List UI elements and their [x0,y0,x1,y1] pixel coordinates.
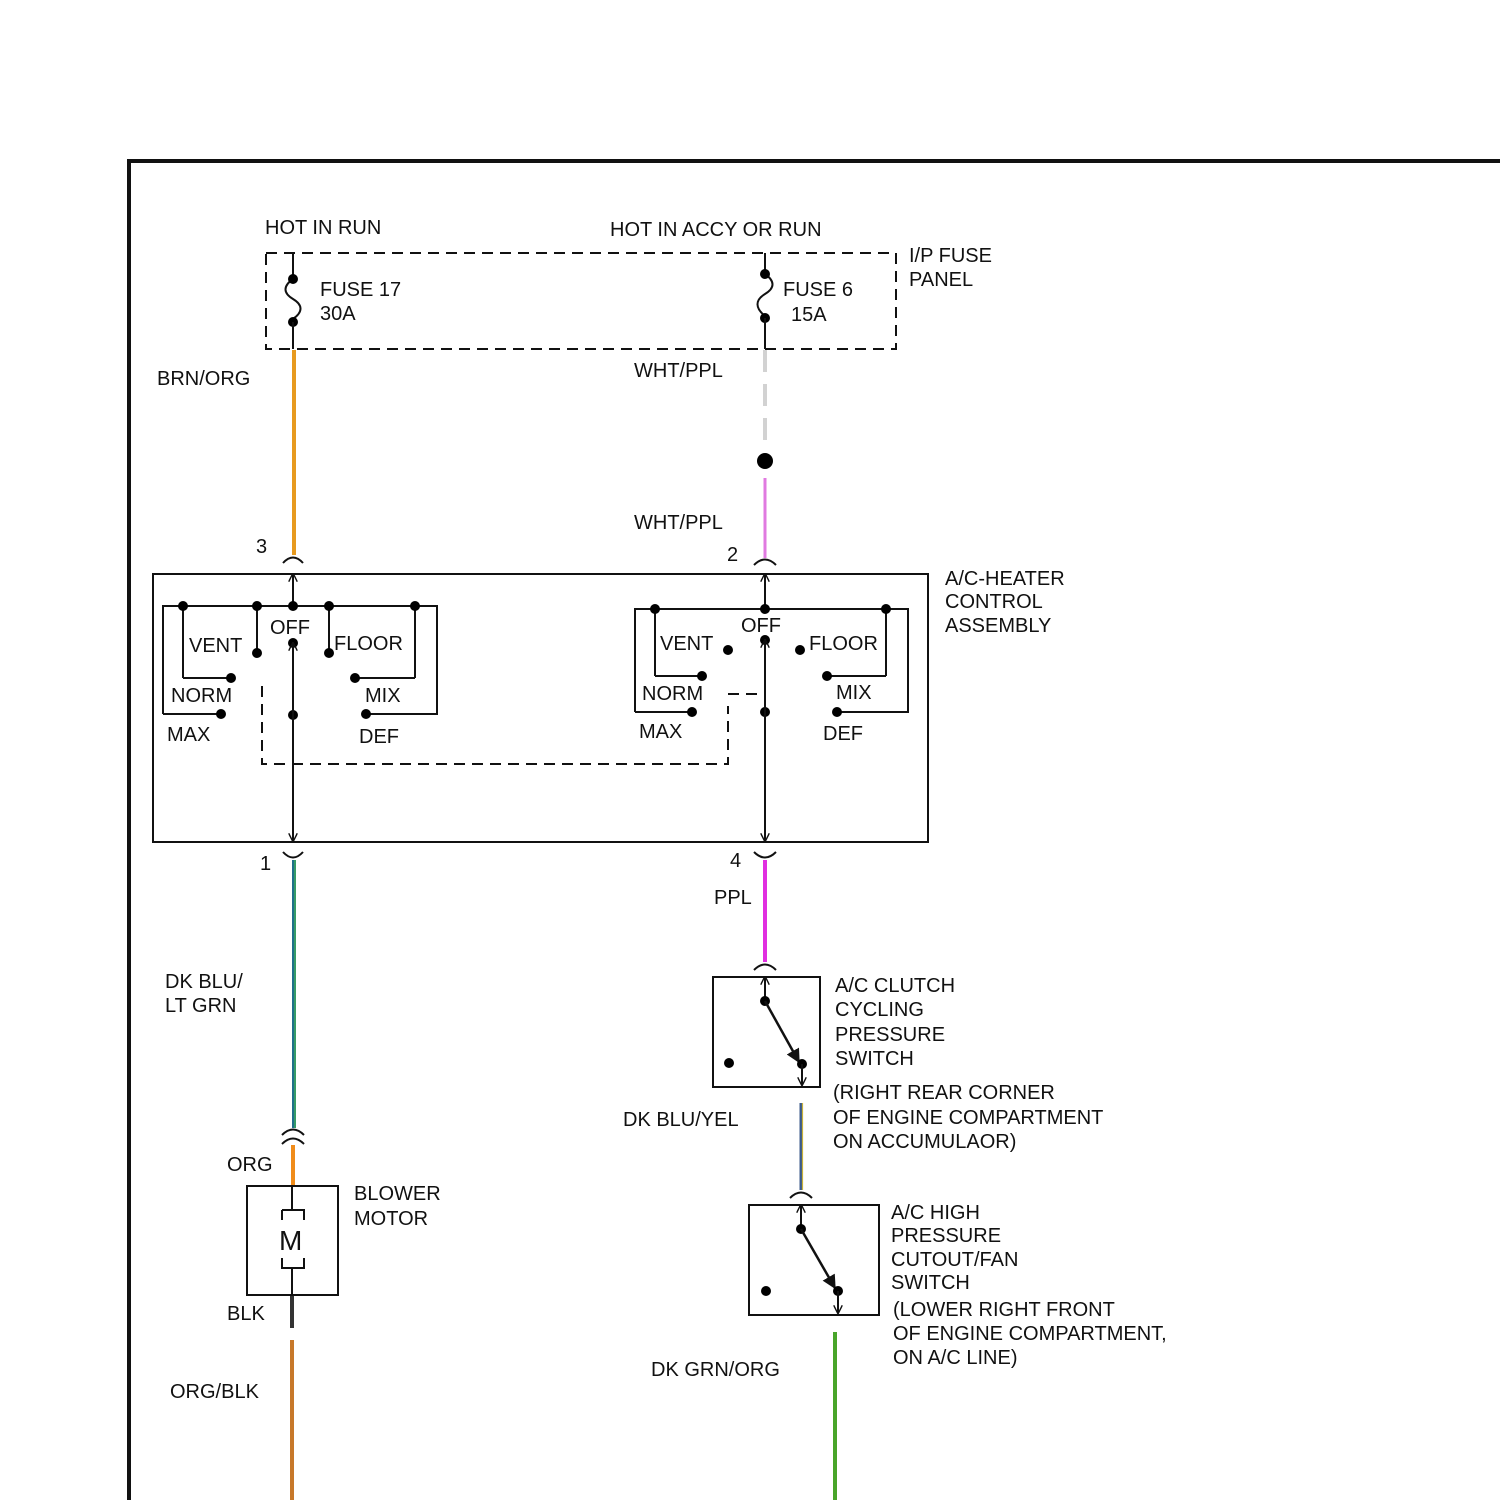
wire-label-dk-grn-org: DK GRN/ORG [651,1359,780,1381]
fuse-17-name: FUSE 17 [320,279,401,301]
right-mix-label: MIX [836,682,872,704]
connector-pin-3 [283,558,303,564]
clutch-switch-label-4: SWITCH [835,1048,914,1070]
wire-label-dk-blu-1: DK BLU/ [165,971,243,993]
clutch-switch-label-2: CYCLING [835,999,924,1021]
wire-label-ppl: PPL [714,887,752,909]
fuse-17-rating: 30A [320,303,356,325]
right-norm-label: NORM [642,683,703,705]
wire-label-wht-ppl-lower: WHT/PPL [634,512,723,534]
cutout-switch-box [749,1205,879,1315]
fuse-6-name: FUSE 6 [783,279,853,301]
wire-label-brn-org: BRN/ORG [157,368,250,390]
pin-4-label: 4 [730,850,741,872]
connector-cutout-switch [790,1193,812,1199]
control-assembly-box [153,574,928,842]
fuse-17 [286,253,301,349]
clutch-switch-label-3: PRESSURE [835,1024,945,1046]
cutout-switch-loc-1: (LOWER RIGHT FRONT [893,1299,1115,1321]
wire-label-org-blk: ORG/BLK [170,1381,260,1403]
pin-3-label: 3 [256,536,267,558]
connector-pin-2 [754,560,776,566]
blower-motor-symbol: M [279,1225,302,1256]
blower-motor-label-2: MOTOR [354,1208,428,1230]
left-max-label: MAX [167,724,210,746]
page-border [129,161,1500,1500]
cutout-switch-label-4: SWITCH [891,1272,970,1294]
cutout-switch-label-1: A/C HIGH [891,1202,980,1224]
cutout-switch-loc-3: ON A/C LINE) [893,1347,1017,1369]
wire-label-dk-blu-2: LT GRN [165,995,237,1017]
wire-label-blk: BLK [227,1303,265,1325]
ip-fuse-panel [266,253,896,349]
fuse-6 [758,253,773,349]
splice-dot [757,453,773,469]
hot-in-accy-or-run-label: HOT IN ACCY OR RUN [610,219,822,241]
wire-label-org: ORG [227,1154,273,1176]
connector-blower-top [282,1130,304,1136]
right-off-label: OFF [741,615,781,637]
right-def-label: DEF [823,723,863,745]
left-norm-label: NORM [171,685,232,707]
pin-2-label: 2 [727,544,738,566]
left-floor-label: FLOOR [334,633,403,655]
cutout-switch-label-3: CUTOUT/FAN [891,1249,1018,1271]
clutch-switch-loc-3: ON ACCUMULAOR) [833,1131,1016,1153]
left-mode-switch [163,574,437,841]
right-max-label: MAX [639,721,682,743]
pin-1-label: 1 [260,853,271,875]
left-mix-label: MIX [365,685,401,707]
left-def-label: DEF [359,726,399,748]
connector-clutch-switch [754,965,776,971]
fuse-6-rating: 15A [791,304,827,326]
cutout-switch-loc-2: OF ENGINE COMPARTMENT, [893,1323,1167,1345]
fuse-panel-label-2: PANEL [909,269,973,291]
right-floor-label: FLOOR [809,633,878,655]
clutch-switch-label-1: A/C CLUTCH [835,975,955,997]
control-assembly-label-2: CONTROL [945,591,1043,613]
hot-in-run-label: HOT IN RUN [265,217,381,239]
blower-motor-label-1: BLOWER [354,1183,441,1205]
right-vent-label: VENT [660,633,713,655]
clutch-switch-box [713,977,820,1087]
cutout-switch-contacts [761,1205,843,1313]
connector-pin-4 [754,852,776,858]
clutch-switch-loc-2: OF ENGINE COMPARTMENT [833,1107,1103,1129]
left-off-label: OFF [270,617,310,639]
wire-label-dk-blu-yel: DK BLU/YEL [623,1109,739,1131]
control-assembly-label-3: ASSEMBLY [945,615,1051,637]
fuse-panel-label-1: I/P FUSE [909,245,992,267]
left-vent-label: VENT [189,635,242,657]
clutch-switch-loc-1: (RIGHT REAR CORNER [833,1082,1055,1104]
control-assembly-label-1: A/C-HEATER [945,568,1065,590]
wire-label-wht-ppl-upper: WHT/PPL [634,360,723,382]
clutch-switch-contacts [724,977,807,1085]
connector-pin-1 [283,852,303,858]
cutout-switch-label-2: PRESSURE [891,1225,1001,1247]
